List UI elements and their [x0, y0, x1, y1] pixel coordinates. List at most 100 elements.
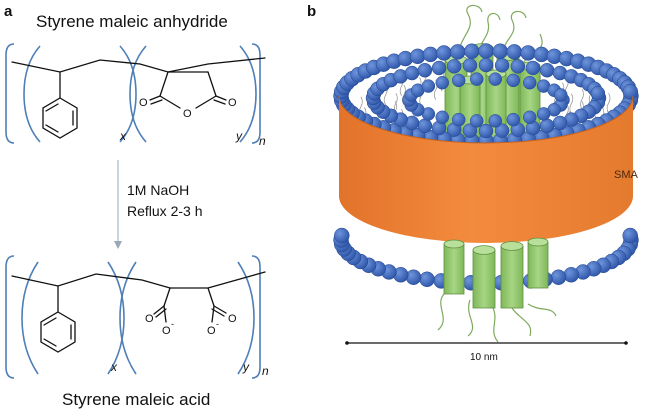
lipid-head: [435, 110, 450, 125]
lipid-head: [421, 79, 436, 93]
lipid-head: [506, 44, 523, 60]
lipid-tail: [606, 92, 611, 114]
lipid-head: [435, 75, 450, 90]
lipid-head: [563, 267, 579, 283]
lipid-head: [590, 86, 606, 101]
subscript-y-bottom: y: [242, 360, 250, 374]
lipid-head: [334, 227, 350, 244]
helix-cap: [500, 241, 524, 251]
sma-label: SMA: [614, 169, 639, 181]
scale-bar: 10 nm: [345, 341, 628, 363]
scale-bar-label: 10 nm: [470, 352, 498, 363]
outer-bracket-left-bottom: [5, 255, 15, 379]
helix-cap: [527, 237, 549, 247]
lipid-head: [404, 65, 420, 81]
subscript-n-top: n: [259, 134, 266, 148]
outer-bracket-right-bottom: [251, 255, 261, 379]
charge-left: -: [171, 319, 174, 329]
lipid-tail: [569, 93, 574, 114]
lipid-head: [449, 44, 466, 60]
top-compound-title: Styrene maleic anhydride: [36, 12, 228, 31]
bracket-x-left: [23, 45, 41, 143]
lipid-head: [506, 112, 521, 127]
lipid-head: [506, 73, 521, 88]
lipid-head: [462, 58, 478, 73]
helix-cap: [443, 239, 465, 249]
lipid-head: [436, 45, 452, 61]
panel-label-a: a: [4, 3, 13, 20]
lipid-head: [478, 57, 494, 73]
bracket-x-right: [119, 45, 137, 143]
atom-o-right-double: O: [228, 313, 237, 325]
helix: [443, 239, 465, 295]
atom-o-left-double: O: [145, 313, 154, 325]
lipid-head: [510, 59, 526, 74]
reagent-label: 1M NaOH: [127, 182, 189, 198]
lipid-head: [494, 58, 510, 73]
transmembrane-helices-lower: [443, 237, 549, 309]
backbone-bonds: [11, 57, 266, 73]
lipid-head: [405, 269, 422, 285]
lipid-head: [554, 88, 568, 102]
bracket-x-left-bottom: [21, 261, 39, 375]
lipid-head: [522, 75, 537, 90]
lipid-head: [520, 45, 536, 61]
lipid-head: [494, 123, 510, 138]
backbone-bonds-bottom: [11, 271, 266, 289]
sma-belt-body: [339, 96, 633, 243]
subscript-n-bottom: n: [262, 364, 269, 378]
subscript-y-top: y: [235, 129, 243, 143]
subscript-x-top: x: [119, 129, 127, 143]
helix-body: [527, 241, 549, 289]
lipid-head: [446, 59, 462, 74]
lipid-head: [464, 43, 480, 59]
panel-label-b: b: [307, 3, 316, 20]
lipid-head: [552, 115, 568, 131]
lipid-head: [622, 83, 639, 100]
reaction-arrow: 1M NaOH Reflux 2-3 h: [114, 160, 202, 249]
charge-right: -: [216, 319, 219, 329]
sma-acid-structure: O O - O O - x y n: [5, 255, 269, 379]
bracket-y-right: [239, 45, 257, 143]
lipid-head: [488, 114, 503, 128]
bracket-x-right-bottom: [107, 261, 125, 375]
atom-o-carbonyl-right: O: [228, 97, 237, 109]
lipid-head: [488, 72, 503, 86]
lipid-head: [417, 62, 433, 78]
helix-body: [443, 243, 465, 295]
helix-body: [500, 245, 524, 309]
lipid-head: [417, 118, 433, 134]
lipid-head: [451, 112, 466, 127]
panel-b: b SMA: [307, 3, 639, 363]
lipid-head: [492, 43, 508, 59]
atom-o-right-minus: O: [207, 325, 216, 337]
lipid-head: [431, 60, 447, 76]
phenyl-ring: [42, 97, 78, 139]
outer-bracket-right: [251, 43, 261, 144]
helix: [472, 245, 496, 309]
outer-bracket-left: [5, 43, 15, 144]
atom-o-left-minus: O: [162, 325, 171, 337]
lipid-head: [533, 46, 550, 63]
lipid-head: [539, 62, 555, 78]
atom-o-carbonyl-left: O: [139, 97, 148, 109]
lipid-head: [469, 72, 484, 86]
sma-anhydride-structure: O O O x y n: [5, 43, 266, 148]
bracket-y-left-bottom: [119, 261, 137, 375]
lipid-head: [469, 114, 484, 128]
panel-a: a Styrene maleic anhydride: [4, 3, 269, 409]
lipid-head: [539, 118, 555, 134]
helix: [500, 241, 524, 309]
lipid-head: [462, 123, 478, 138]
atom-o-ring: O: [183, 108, 192, 120]
lipid-head: [525, 60, 541, 76]
phenyl-ring-bottom: [40, 311, 76, 353]
lipid-tail: [580, 89, 584, 110]
subscript-x-bottom: x: [110, 360, 118, 374]
lipid-head: [536, 107, 551, 121]
lipid-head: [409, 48, 426, 65]
lipid-head: [451, 73, 466, 88]
lipid-head: [522, 110, 537, 125]
helix-cap: [472, 245, 496, 255]
